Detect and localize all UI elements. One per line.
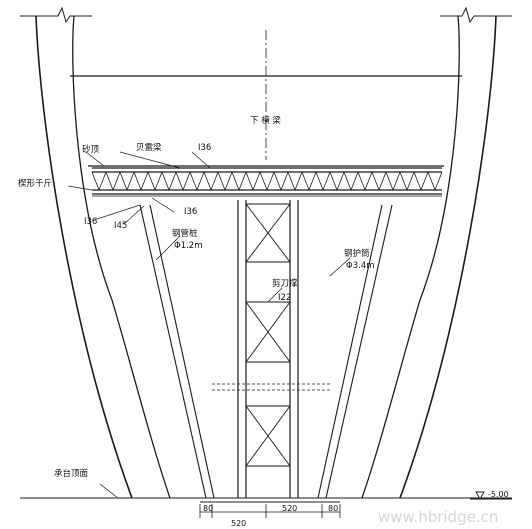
scissor-brace: [245, 405, 291, 467]
truss-diagonal: [420, 171, 429, 191]
i36-under-label: I36: [184, 207, 197, 217]
truss-diagonal: [147, 171, 156, 191]
truss-diagonal: [294, 171, 303, 191]
truss-diagonal: [350, 171, 359, 191]
truss-diagonal: [259, 171, 268, 191]
truss-diagonal: [280, 171, 289, 191]
leader-lines: [67, 151, 351, 499]
dim-left-80: 80: [203, 504, 213, 513]
truss-diagonal: [287, 171, 296, 191]
truss-diagonal: [182, 171, 191, 191]
truss-diagonal: [399, 171, 408, 191]
truss-diagonal: [91, 171, 100, 191]
i22-label: I22: [278, 293, 291, 303]
i36-top-label: I36: [198, 143, 211, 153]
truss-diagonal: [168, 171, 177, 191]
watermark: www.hbridge.cn: [378, 508, 498, 526]
i36-left-label: I36: [84, 217, 97, 227]
crossbeam-title: 下 横 梁: [250, 115, 281, 126]
truss-diagonal: [385, 171, 394, 191]
sand-box-label: 砂顶: [82, 144, 100, 155]
truss-diagonal: [378, 171, 387, 191]
truss-diagonal: [357, 171, 366, 191]
break-line-left: [20, 6, 92, 24]
truss-diagonal: [133, 171, 142, 191]
truss-diagonal: [196, 171, 205, 191]
truss-diagonal: [329, 171, 338, 191]
bailey-truss-web: [91, 171, 443, 191]
truss-diagonal: [308, 171, 317, 191]
truss-diagonal: [154, 171, 163, 191]
truss-diagonal: [371, 171, 380, 191]
dimension-line: [199, 504, 341, 518]
scissor-brace: [245, 203, 291, 263]
truss-diagonal: [210, 171, 219, 191]
scissor-bracing: [245, 203, 291, 467]
truss-diagonal: [427, 171, 436, 191]
wedge-jack-label: 楔形千斤: [18, 178, 52, 189]
truss-diagonal: [273, 171, 282, 191]
steel-pipe-label: 钢管桩: [172, 228, 198, 239]
truss-diagonal: [105, 171, 114, 191]
casing-dia-label: Φ3.4m: [346, 261, 375, 271]
truss-diagonal: [189, 171, 198, 191]
dim-right-80: 80: [328, 504, 338, 513]
truss-diagonal: [364, 171, 373, 191]
horizontal-ties: [212, 383, 332, 391]
tower-right-leg: [361, 15, 497, 499]
truss-diagonal: [112, 171, 121, 191]
truss-diagonal: [336, 171, 345, 191]
dim-right-520: 520: [282, 504, 297, 513]
truss-diagonal: [140, 171, 149, 191]
truss-diagonal: [245, 171, 254, 191]
cap-top-label: 承台顶面: [54, 468, 89, 479]
i45-label: I45: [114, 221, 127, 231]
scissor-brace: [245, 301, 291, 363]
truss-diagonal: [413, 171, 422, 191]
casing-label: 钢护筒: [344, 248, 370, 259]
truss-diagonal: [126, 171, 135, 191]
truss-diagonal: [406, 171, 415, 191]
tower-left-leg: [35, 15, 171, 499]
truss-diagonal: [161, 171, 170, 191]
truss-diagonal: [98, 171, 107, 191]
scissor-label: 剪刀撑: [272, 278, 298, 289]
truss-diagonal: [392, 171, 401, 191]
truss-diagonal: [231, 171, 240, 191]
truss-diagonal: [343, 171, 352, 191]
truss-diagonal: [203, 171, 212, 191]
steel-pipe-dia-label: Φ1.2m: [174, 241, 203, 251]
center-pipe-piles: [237, 200, 299, 498]
steel-pipe-pile-left: [139, 204, 215, 499]
dim-left-520: 520: [231, 519, 246, 528]
truss-diagonal: [434, 171, 443, 191]
truss-diagonal: [252, 171, 261, 191]
steel-pipe-pile-right: [317, 204, 393, 499]
cap-top-line: [20, 497, 512, 503]
truss-diagonal: [315, 171, 324, 191]
elevation-marker: [470, 491, 512, 500]
truss-diagonal: [322, 171, 331, 191]
truss-diagonal: [238, 171, 247, 191]
truss-diagonal: [224, 171, 233, 191]
bailey-label: 贝雷梁: [136, 143, 162, 153]
truss-diagonal: [217, 171, 226, 191]
truss-diagonal: [175, 171, 184, 191]
break-line-right: [440, 6, 512, 24]
truss-diagonal: [119, 171, 128, 191]
truss-diagonal: [266, 171, 275, 191]
truss-diagonal: [301, 171, 310, 191]
elevation-label: -5.00: [488, 490, 509, 499]
